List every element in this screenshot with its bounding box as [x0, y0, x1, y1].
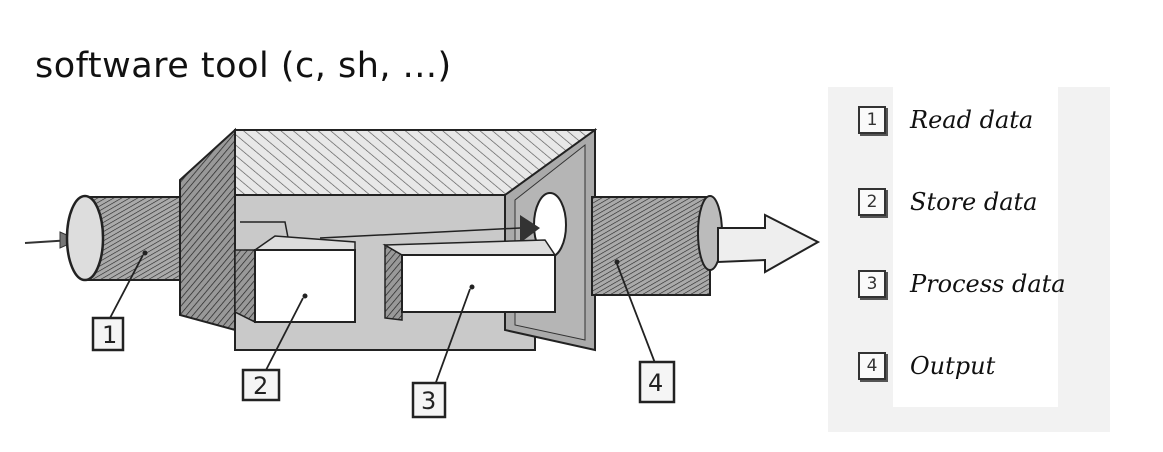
svg-text:4: 4 [648, 369, 663, 397]
label-4: 4 [638, 360, 676, 404]
legend-number: 2 [858, 188, 886, 216]
legend-item: 1 Read data [858, 103, 1033, 137]
svg-text:3: 3 [421, 387, 436, 415]
svg-text:1: 1 [102, 321, 117, 349]
legend-text: Store data [910, 188, 1038, 216]
diagram-title: software tool (c, sh, ...) [35, 46, 452, 86]
legend-text: Output [910, 352, 996, 380]
legend-item: 4 Output [858, 349, 995, 383]
legend-item: 2 Store data [858, 185, 1037, 219]
svg-text:2: 2 [253, 372, 268, 400]
legend-text: Read data [910, 106, 1034, 134]
leader-lines [109, 254, 656, 386]
legend-number: 4 [858, 352, 886, 380]
label-3: 3 [411, 381, 447, 419]
process-block [382, 239, 557, 321]
label-1: 1 [91, 316, 125, 352]
legend-item: 3 Process data [858, 267, 1066, 301]
legend-number: 1 [858, 106, 886, 134]
legend-number: 3 [858, 270, 886, 298]
output-pipe [591, 195, 723, 296]
legend-panel: 1 Read data 2 Store data 3 Process data … [828, 87, 1110, 432]
output-arrow [717, 213, 821, 274]
legend-text: Process data [910, 270, 1066, 298]
label-2: 2 [241, 368, 281, 402]
store-block [234, 235, 356, 324]
